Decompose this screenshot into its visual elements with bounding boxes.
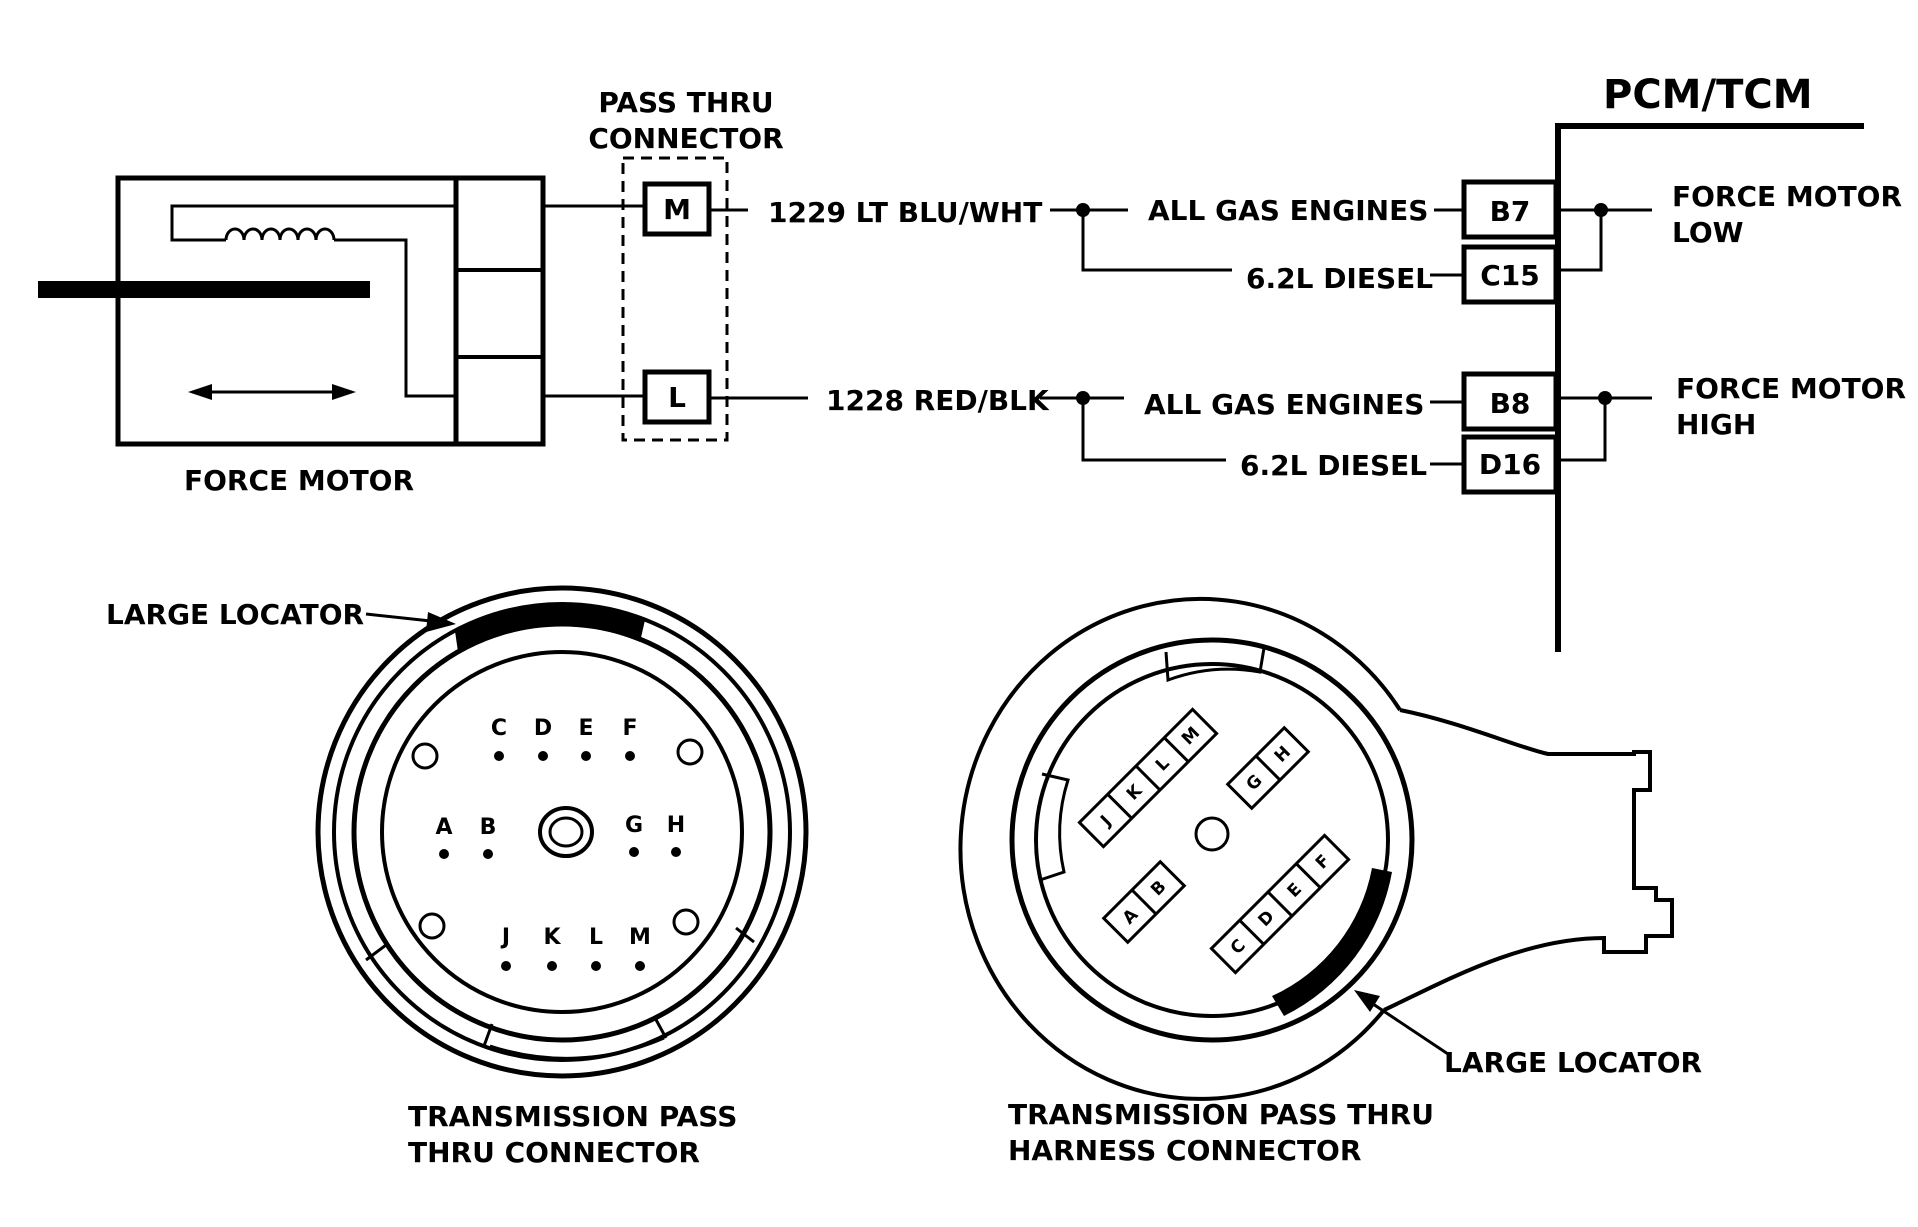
force-motor-high-2: HIGH: [1676, 408, 1756, 441]
trans-connector-caption-1: TRANSMISSION PASS: [408, 1100, 737, 1133]
pcm-tcm-module: PCM/TCM: [1555, 72, 1864, 652]
cavity-label-h: H: [1271, 742, 1295, 766]
cavity-label-m: M: [1178, 723, 1204, 749]
wire-1228-label: 1228 RED/BLK: [826, 384, 1050, 417]
cavity-label-l: L: [1152, 754, 1174, 776]
force-motor-label: FORCE MOTOR: [184, 464, 414, 497]
pcm-tcm-title: PCM/TCM: [1603, 72, 1813, 118]
large-locator-key: [1272, 868, 1392, 1016]
transmission-pass-thru-connector: LARGE LOCATOR C D E F: [106, 585, 809, 1169]
large-locator-key: [455, 604, 645, 652]
pin-c15: C15: [1480, 259, 1540, 292]
pin-label-f: F: [622, 716, 637, 741]
force-motor: FORCE MOTOR: [38, 175, 546, 497]
cavity-block-cdef: C D E F: [1209, 833, 1351, 975]
pass-thru-pin-l: L: [668, 381, 686, 414]
arrow-icon: [1354, 990, 1380, 1012]
harness-connector: LARGE LOCATOR J K L M G H A B: [958, 596, 1702, 1167]
pass-thru-title-1: PASS THRU: [598, 86, 773, 119]
harness-caption-2: HARNESS CONNECTOR: [1008, 1134, 1361, 1167]
pass-thru-title-2: CONNECTOR: [588, 122, 783, 155]
cavity-label-f: F: [1312, 851, 1334, 873]
coil-icon: [224, 227, 336, 241]
pin-label-d: D: [534, 716, 552, 741]
cavity-label-a: A: [1119, 905, 1143, 929]
pin-label-b: B: [480, 815, 497, 840]
pin-label-l: L: [589, 925, 603, 950]
cavity-label-b: B: [1147, 877, 1170, 900]
pin-b7: B7: [1490, 195, 1531, 228]
cavity-label-j: J: [1096, 812, 1115, 831]
cavity-block-gh: G H: [1225, 725, 1311, 811]
wire-1229-label: 1229 LT BLU/WHT: [768, 196, 1042, 229]
pin-b8: B8: [1490, 387, 1531, 420]
gas-engines-label-top: ALL GAS ENGINES: [1148, 194, 1428, 227]
pin-label-h: H: [667, 813, 685, 838]
cavity-label-k: K: [1123, 781, 1147, 805]
force-motor-high-1: FORCE MOTOR: [1676, 372, 1906, 405]
circuit-1229: 1229 LT BLU/WHT ALL GAS ENGINES 6.2L DIE…: [709, 179, 1902, 305]
pin-label-m: M: [629, 925, 651, 950]
cavity-label-e: E: [1284, 879, 1306, 901]
double-arrow-icon: [188, 384, 356, 400]
pass-thru-connector: PASS THRU CONNECTOR M L: [543, 86, 784, 442]
pin-d16: D16: [1479, 448, 1541, 481]
harness-caption-1: TRANSMISSION PASS THRU: [1008, 1098, 1434, 1131]
plunger-rod: [38, 281, 370, 298]
pin-label-c: C: [491, 716, 507, 741]
pin-label-j: J: [500, 925, 510, 950]
pin-grid: C D E F A B G H J K L M: [435, 716, 685, 971]
cavity-block-jklm: J K L M: [1077, 707, 1219, 849]
pin-label-k: K: [543, 925, 561, 950]
pin-label-g: G: [625, 813, 643, 838]
cavity-label-c: C: [1227, 936, 1250, 959]
cavity-label-d: D: [1255, 907, 1279, 931]
pin-label-a: A: [435, 815, 452, 840]
cavity-block-ab: A B: [1101, 859, 1187, 945]
large-locator-label-left: LARGE LOCATOR: [106, 598, 364, 631]
pin-label-e: E: [578, 716, 593, 741]
cavity-label-g: G: [1243, 771, 1267, 795]
diesel-label-top: 6.2L DIESEL: [1246, 262, 1433, 295]
large-locator-label-right: LARGE LOCATOR: [1444, 1046, 1702, 1079]
circuit-1228: 1228 RED/BLK ALL GAS ENGINES 6.2L DIESEL…: [709, 371, 1906, 495]
force-motor-low-1: FORCE MOTOR: [1672, 180, 1902, 213]
force-motor-low-2: LOW: [1672, 216, 1744, 249]
diesel-label-bottom: 6.2L DIESEL: [1240, 449, 1427, 482]
trans-connector-caption-2: THRU CONNECTOR: [408, 1136, 700, 1169]
pass-thru-pin-m: M: [663, 193, 691, 226]
gas-engines-label-bottom: ALL GAS ENGINES: [1144, 388, 1424, 421]
